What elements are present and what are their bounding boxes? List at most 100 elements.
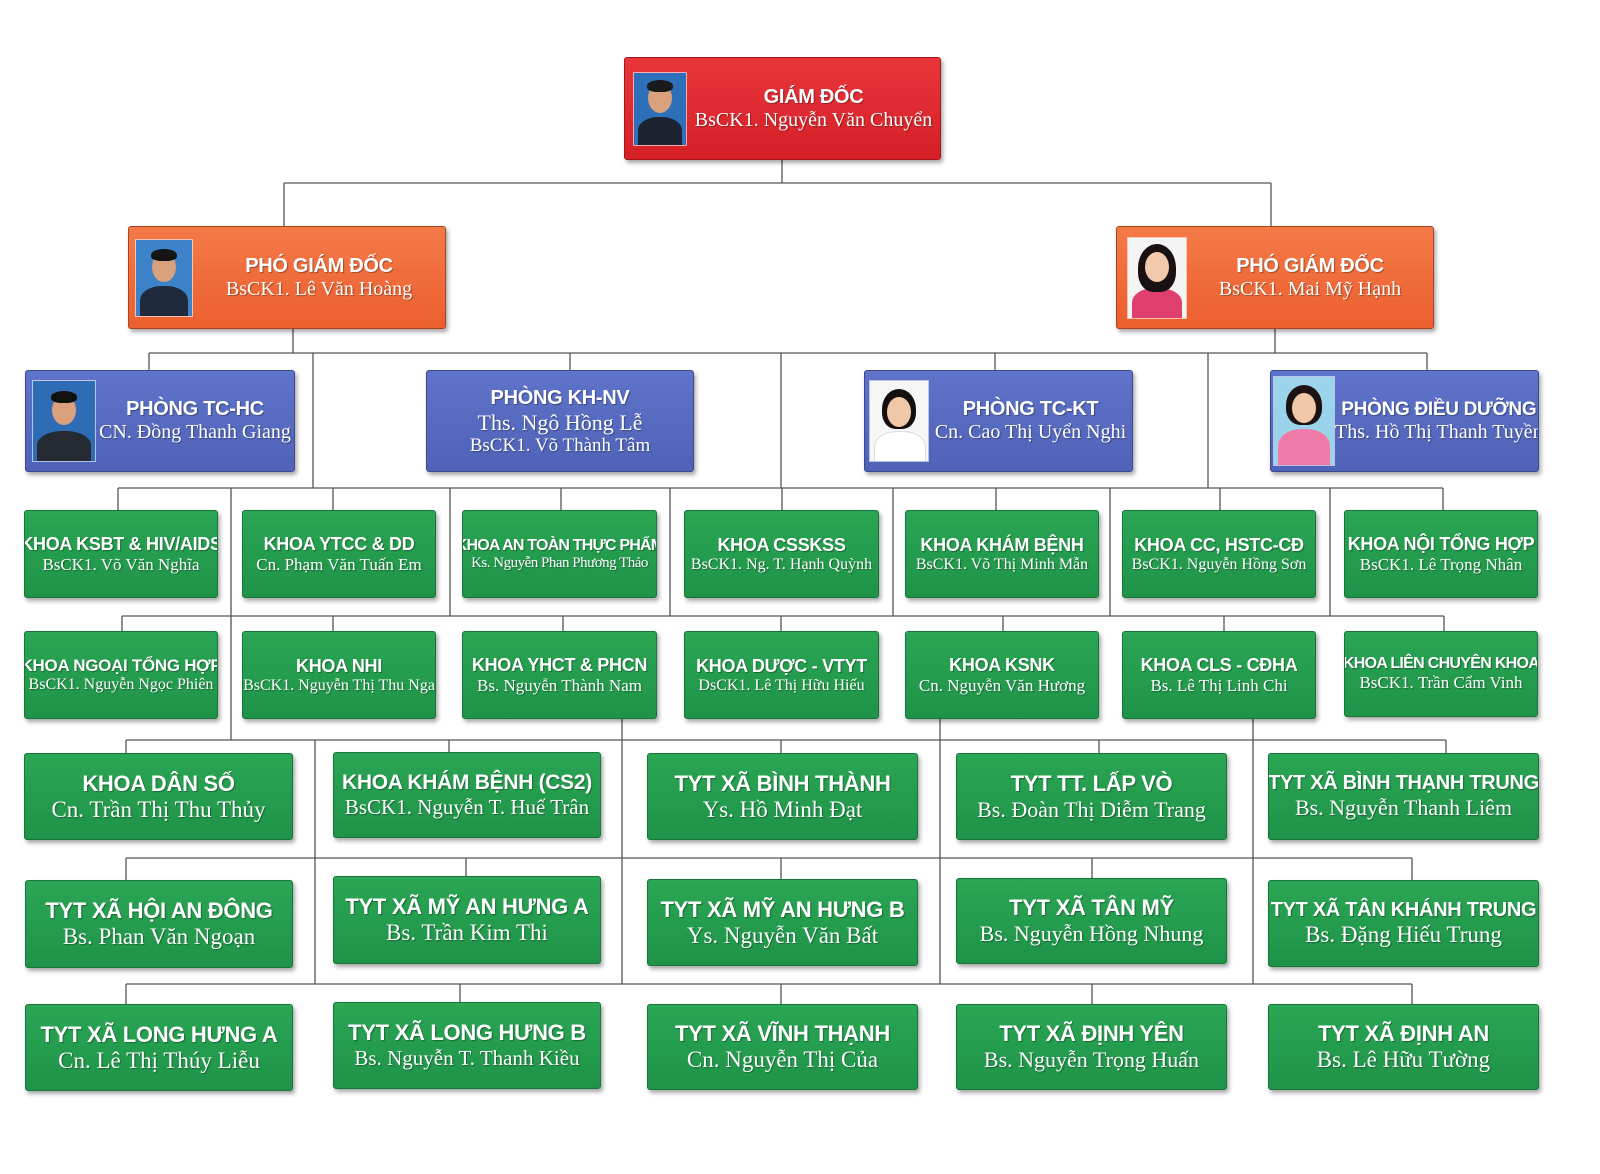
unit-head: Bs. Nguyễn Trọng Huấn	[983, 1047, 1200, 1072]
dept-head: BsCK1. Võ Văn Nghĩa	[42, 554, 200, 574]
unit-title: KHOA KHÁM BỆNH (CS2)	[342, 770, 592, 794]
director-box: GIÁM ĐỐC BsCK1. Nguyễn Văn Chuyển	[624, 57, 941, 160]
office-photo	[1273, 376, 1335, 466]
unit-tankhanhtrung: TYT XÃ TÂN KHÁNH TRUNG Bs. Đặng Hiếu Tru…	[1268, 880, 1539, 967]
unit-head: Cn. Nguyễn Thị Của	[686, 1047, 879, 1072]
dept-head: Bs. Lê Thị Linh Chi	[1150, 675, 1288, 695]
unit-title: TYT XÃ LONG HƯNG A	[40, 1021, 278, 1047]
office-box-tckt: PHÒNG TC-KT Cn. Cao Thị Uyển Nghi	[864, 370, 1133, 472]
office-photo	[32, 380, 96, 462]
dept-cc-hstc: KHOA CC, HSTC-CĐ BsCK1. Nguyễn Hồng Sơn	[1122, 510, 1316, 598]
dept-head: BsCK1. Lê Trọng Nhân	[1359, 554, 1523, 574]
dept-title: KHOA CSSKSS	[717, 534, 846, 555]
dept-title: KHOA NỘI TỔNG HỢP	[1347, 533, 1535, 554]
director-photo	[633, 71, 687, 146]
unit-head: Bs. Đoàn Thị Diễm Trang	[977, 796, 1206, 822]
unit-head: Cn. Lê Thị Thúy Liễu	[58, 1047, 260, 1073]
unit-head: Cn. Trần Thị Thu Thủy	[51, 796, 266, 822]
dept-title: KHOA CC, HSTC-CĐ	[1134, 534, 1304, 555]
office-head: Ths. Hồ Thị Thanh Tuyền	[1335, 420, 1539, 443]
dept-duoc: KHOA DƯỢC - VTYT DsCK1. Lê Thị Hữu Hiếu	[684, 631, 879, 719]
office-box-tchc: PHÒNG TC-HC CN. Đồng Thanh Giang	[25, 370, 295, 472]
unit-head: Bs. Đặng Hiếu Trung	[1305, 922, 1502, 947]
dept-head: BsCK1. Nguyễn Ngọc Phiên	[28, 676, 214, 693]
dept-head: BsCK1. Ng. T. Hạnh Quỳnh	[690, 555, 873, 573]
unit-title: TYT XÃ TÂN MỸ	[1009, 895, 1174, 920]
director-title: GIÁM ĐỐC	[763, 85, 864, 108]
dept-nhi: KHOA NHI BsCK1. Nguyễn Thị Thu Nga	[242, 631, 436, 719]
unit-head: Ys. Hồ Minh Đạt	[702, 796, 863, 822]
dept-title: KHOA KSBT & HIV/AIDS	[24, 533, 218, 554]
dept-cls: KHOA CLS - CĐHA Bs. Lê Thị Linh Chi	[1122, 631, 1316, 719]
unit-myanhungb: TYT XÃ MỸ AN HƯNG B Ys. Nguyễn Văn Bất	[647, 879, 918, 966]
unit-tanmy: TYT XÃ TÂN MỸ Bs. Nguyễn Hồng Nhung	[956, 878, 1227, 964]
unit-title: TYT TT. LẤP VÒ	[1010, 770, 1173, 796]
office-box-khnv: PHÒNG KH-NV Ths. Ngô Hồng Lễ BsCK1. Võ T…	[426, 370, 694, 472]
unit-hoiandong: TYT XÃ HỘI AN ĐÔNG Bs. Phan Văn Ngoạn	[25, 880, 293, 968]
office-title: PHÒNG KH-NV	[490, 386, 630, 409]
unit-dinhyen: TYT XÃ ĐỊNH YÊN Bs. Nguyễn Trọng Huấn	[956, 1004, 1227, 1090]
unit-title: TYT XÃ BÌNH THÀNH	[674, 770, 891, 796]
dept-head: BsCK1. Nguyễn Hồng Sơn	[1131, 555, 1307, 573]
office-title: PHÒNG ĐIỀU DƯỠNG	[1341, 398, 1537, 420]
dept-title: KHOA LIÊN CHUYÊN KHOA	[1344, 655, 1538, 672]
unit-khambenh-cs2: KHOA KHÁM BỆNH (CS2) BsCK1. Nguyễn T. Hu…	[333, 752, 601, 838]
dept-ksbt: KHOA KSBT & HIV/AIDS BsCK1. Võ Văn Nghĩa	[24, 510, 218, 598]
unit-title: TYT XÃ ĐỊNH AN	[1318, 1021, 1489, 1046]
dept-title: KHOA NGOẠI TỔNG HỢP	[24, 656, 218, 675]
office-head: CN. Đồng Thanh Giang	[99, 421, 291, 443]
office-photo	[869, 380, 929, 462]
unit-head: Bs. Nguyễn Hồng Nhung	[979, 921, 1204, 946]
unit-head: Bs. Phan Văn Ngoạn	[62, 924, 256, 949]
dept-lienchuyenkhoa: KHOA LIÊN CHUYÊN KHOA BsCK1. Trần Cẩm Vi…	[1344, 631, 1538, 717]
dept-title: KHOA YHCT & PHCN	[471, 654, 648, 675]
unit-myanhunga: TYT XÃ MỸ AN HƯNG A Bs. Trần Kim Thi	[333, 876, 601, 964]
unit-head: Bs. Nguyễn Thanh Liêm	[1294, 795, 1513, 820]
deputy-box-left: PHÓ GIÁM ĐỐC BsCK1. Lê Văn Hoàng	[128, 226, 446, 329]
deputy-photo	[1127, 236, 1187, 319]
office-box-dieuduong: PHÒNG ĐIỀU DƯỠNG Ths. Hồ Thị Thanh Tuyền	[1270, 370, 1539, 472]
office-head: Cn. Cao Thị Uyển Nghi	[934, 421, 1127, 443]
unit-lapvo: TYT TT. LẤP VÒ Bs. Đoàn Thị Diễm Trang	[956, 753, 1227, 840]
dept-head: BsCK1. Võ Thị Minh Mẫn	[915, 555, 1089, 573]
unit-title: TYT XÃ TÂN KHÁNH TRUNG	[1270, 899, 1537, 921]
unit-title: KHOA DÂN SỐ	[82, 770, 235, 796]
dept-title: KHOA AN TOÀN THỰC PHẨM	[462, 536, 657, 554]
unit-head: BsCK1. Nguyễn T. Huế Trân	[344, 794, 590, 819]
dept-title: KHOA YTCC & DD	[263, 533, 415, 554]
unit-longhunga: TYT XÃ LONG HƯNG A Cn. Lê Thị Thúy Liễu	[25, 1004, 293, 1091]
unit-vinhthanh: TYT XÃ VĨNH THẠNH Cn. Nguyễn Thị Của	[647, 1004, 918, 1090]
dept-ksnk: KHOA KSNK Cn. Nguyễn Văn Hương	[905, 631, 1099, 719]
deputy-name: BsCK1. Mai Mỹ Hạnh	[1218, 277, 1402, 300]
dept-title: KHOA KSNK	[949, 654, 1055, 675]
unit-danso: KHOA DÂN SỐ Cn. Trần Thị Thu Thủy	[24, 753, 293, 840]
office-title: PHÒNG TC-HC	[126, 398, 264, 420]
dept-noitonghop: KHOA NỘI TỔNG HỢP BsCK1. Lê Trọng Nhân	[1344, 510, 1538, 598]
unit-head: Bs. Lê Hữu Tường	[1316, 1047, 1491, 1072]
unit-head: Ys. Nguyễn Văn Bất	[686, 922, 879, 948]
office-deputy: BsCK1. Võ Thành Tâm	[469, 434, 651, 456]
dept-ngoaitonghop: KHOA NGOẠI TỔNG HỢP BsCK1. Nguyễn Ngọc P…	[24, 631, 218, 719]
deputy-box-right: PHÓ GIÁM ĐỐC BsCK1. Mai Mỹ Hạnh	[1116, 226, 1434, 329]
deputy-title: PHÓ GIÁM ĐỐC	[1236, 254, 1384, 277]
dept-head: DsCK1. Lê Thị Hữu Hiếu	[698, 676, 865, 694]
dept-yhct: KHOA YHCT & PHCN Bs. Nguyễn Thành Nam	[462, 631, 657, 719]
dept-ytcc: KHOA YTCC & DD Cn. Phạm Văn Tuấn Em	[242, 510, 436, 598]
dept-csskss: KHOA CSSKSS BsCK1. Ng. T. Hạnh Quỳnh	[684, 510, 879, 598]
dept-head: BsCK1. Trần Cẩm Vinh	[1359, 673, 1523, 692]
dept-head: BsCK1. Nguyễn Thị Thu Nga	[243, 676, 435, 694]
unit-binhthanhtrung: TYT XÃ BÌNH THẠNH TRUNG Bs. Nguyễn Thanh…	[1268, 753, 1539, 840]
deputy-name: BsCK1. Lê Văn Hoàng	[225, 277, 413, 300]
dept-attp: KHOA AN TOÀN THỰC PHẨM Ks. Nguyễn Phan P…	[462, 510, 657, 598]
deputy-title: PHÓ GIÁM ĐỐC	[245, 254, 393, 277]
unit-title: TYT XÃ HỘI AN ĐÔNG	[45, 898, 273, 923]
director-name: BsCK1. Nguyễn Văn Chuyển	[694, 108, 933, 131]
dept-head: Ks. Nguyễn Phan Phương Thảo	[471, 554, 648, 571]
dept-title: KHOA KHÁM BỆNH	[920, 534, 1084, 555]
unit-title: TYT XÃ MỸ AN HƯNG A	[345, 894, 589, 919]
unit-title: TYT XÃ LONG HƯNG B	[348, 1020, 586, 1045]
unit-head: Bs. Trần Kim Thi	[386, 920, 548, 945]
unit-title: TYT XÃ ĐỊNH YÊN	[999, 1021, 1184, 1046]
dept-head: Cn. Phạm Văn Tuấn Em	[256, 554, 422, 574]
